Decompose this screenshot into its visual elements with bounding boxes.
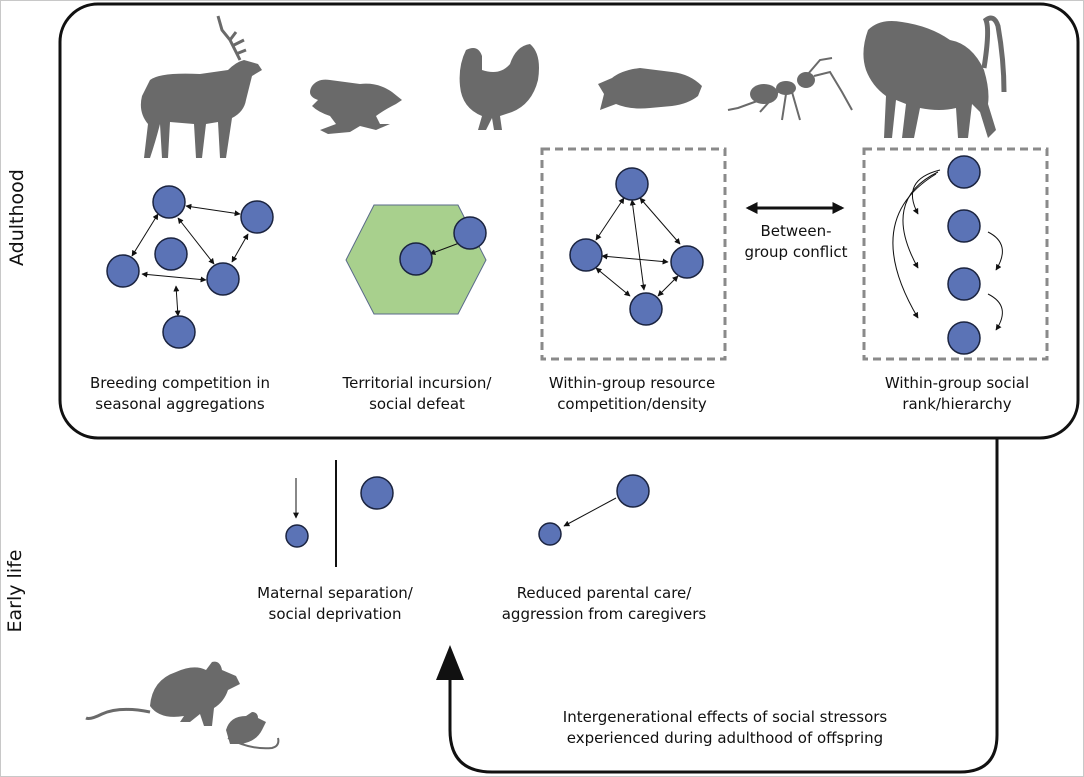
node: [152, 185, 186, 219]
breeding-nodes: [106, 185, 274, 349]
node: [569, 238, 603, 272]
hierarchy-arrows: [892, 169, 1003, 331]
node: [629, 292, 663, 326]
label-between-group-conflict: Between- group conflict: [744, 222, 848, 261]
node: [616, 474, 650, 508]
node: [947, 267, 981, 301]
node: [285, 524, 309, 548]
label-social-rank: Within-group social rank/hierarchy: [884, 374, 1030, 413]
resource-nodes: [569, 167, 704, 326]
node: [947, 155, 981, 189]
node: [947, 321, 981, 355]
node: [360, 476, 394, 510]
label-within-group-resource: Within-group resource competition/densit…: [548, 374, 716, 413]
group-dashed-box-right: [862, 147, 1049, 361]
breeding-network: [131, 203, 249, 317]
side-label-adulthood: Adulthood: [6, 169, 28, 266]
frog-icon: [310, 79, 402, 134]
node: [453, 216, 487, 250]
intergenerational-loop-arrow: [448, 438, 999, 774]
loop-arrowhead: [436, 645, 464, 680]
baboon-icon: [863, 15, 1007, 138]
node: [670, 245, 704, 279]
node: [206, 262, 240, 296]
grouse-icon: [459, 44, 539, 130]
label-territorial-incursion: Territorial incursion/ social defeat: [342, 374, 492, 413]
adulthood-box: [58, 2, 1080, 440]
node: [947, 209, 981, 243]
label-intergenerational: Intergenerational effects of social stre…: [562, 708, 888, 747]
side-label-early-life: Early life: [4, 549, 26, 633]
ant-icon: [727, 57, 853, 121]
node: [399, 242, 433, 276]
fish-icon: [598, 68, 702, 110]
mouse-icon: [85, 661, 280, 750]
resource-network: [595, 197, 681, 297]
label-breeding-competition: Breeding competition in seasonal aggrega…: [89, 374, 271, 413]
node: [106, 254, 140, 288]
group-dashed-box-left: [540, 147, 727, 361]
aggression-arrow: [563, 497, 617, 527]
label-maternal-separation: Maternal separation/ social deprivation: [257, 584, 413, 623]
node: [162, 315, 196, 349]
node: [615, 167, 649, 201]
node: [240, 200, 274, 234]
hierarchy-nodes: [947, 155, 981, 355]
incursion-arrow: [429, 241, 463, 255]
label-reduced-parental-care: Reduced parental care/ aggression from c…: [501, 584, 707, 623]
node: [538, 522, 562, 546]
node: [154, 237, 188, 271]
deer-icon: [140, 15, 262, 158]
